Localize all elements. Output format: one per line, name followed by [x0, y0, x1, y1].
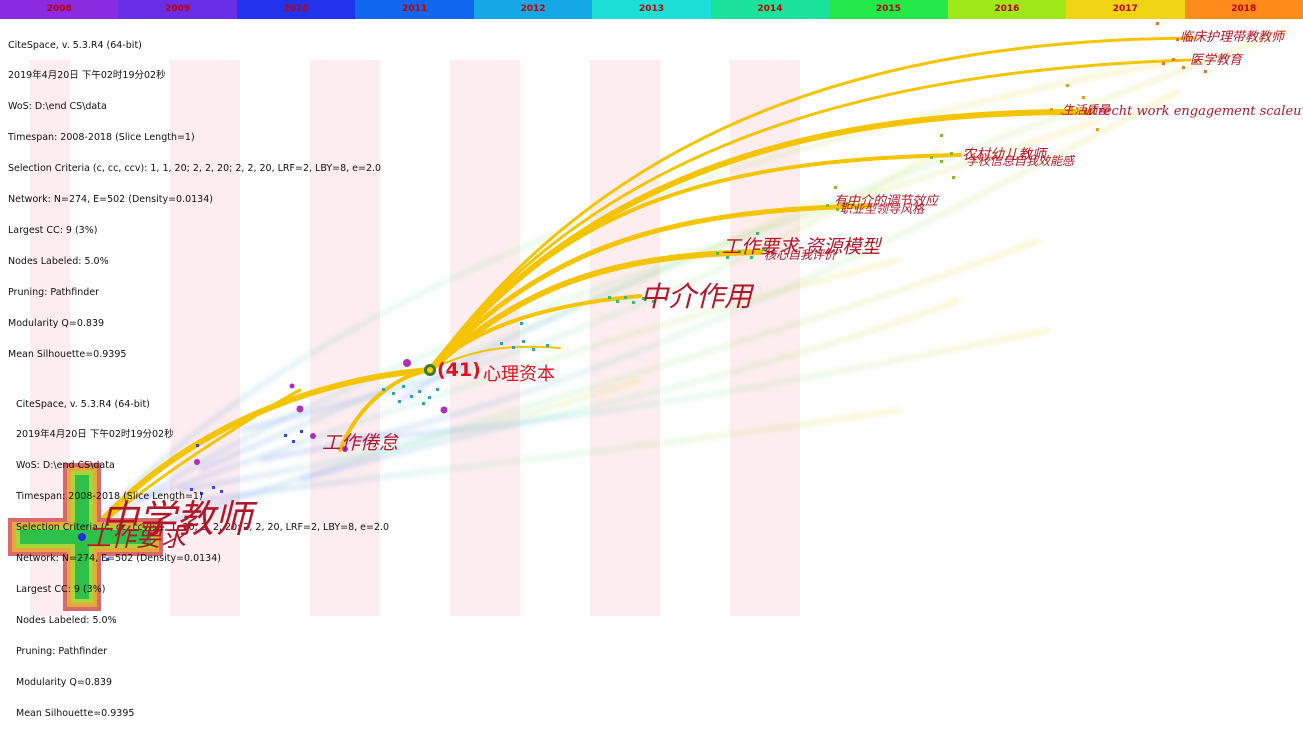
info-line: Modularity Q=0.839 — [16, 676, 113, 688]
year-2014: 2014 — [710, 0, 830, 19]
faint-trails — [88, 27, 1291, 543]
hub-node-zhongxue[interactable] — [8, 463, 163, 611]
info-line: Network: N=274, E=502 (Density=0.0134) — [16, 553, 221, 565]
year-2009: 2009 — [118, 0, 237, 19]
timeline-bar: 2008 2009 2010 2011 2012 2013 2014 2015 … — [0, 0, 1303, 19]
label-zhongjie-zuoyong[interactable]: 中介作用 — [640, 280, 753, 313]
year-2011: 2011 — [355, 0, 474, 19]
info-line: Pruning: Pathfinder — [16, 645, 108, 657]
label-xuexiao-xinxi[interactable]: 学校信息自我效能感 — [966, 154, 1075, 168]
label-zhongjie-tiaojie[interactable]: 有中介的调节效应 — [834, 194, 939, 209]
info-line: Nodes Labeled: 5.0% — [8, 255, 109, 267]
info-line: CiteSpace, v. 5.3.R4 (64-bit) — [8, 39, 142, 51]
label-gongzuo-juandai[interactable]: 工作倦怠 — [322, 432, 399, 454]
info-line: Pruning: Pathfinder — [8, 286, 100, 298]
info-line: Largest CC: 9 (3%) — [8, 224, 98, 236]
info-line: Timespan: 2008-2018 (Slice Length=1) — [8, 132, 195, 144]
label-gongzuo-yaoqiu-ziyuan[interactable]: 工作要求-资源模型 — [722, 236, 881, 258]
label-xinli-count[interactable]: (41) — [437, 359, 481, 381]
year-2017: 2017 — [1066, 0, 1185, 19]
year-2015: 2015 — [829, 0, 948, 19]
node-dots — [106, 22, 1207, 561]
year-2018: 2018 — [1184, 0, 1303, 19]
year-2012: 2012 — [473, 0, 593, 19]
label-linchuang-huli[interactable]: 临床护理带教教师 — [1180, 30, 1285, 45]
year-2016: 2016 — [947, 0, 1067, 19]
year-2010: 2010 — [236, 0, 356, 19]
label-hexin-ziwo[interactable]: 核心自我评价 — [764, 248, 837, 262]
label-zhongxue-jiaoshi[interactable]: 中学教师 — [100, 497, 253, 541]
label-utrecht[interactable]: utrecht work engagement scaleuwe — [1084, 104, 1303, 119]
network-canvas — [8, 22, 1291, 616]
info-panel-top: CiteSpace, v. 5.3.R4 (64-bit) 2019年4月20日… — [8, 20, 381, 370]
label-xinli-ziben[interactable]: 心理资本 — [483, 364, 555, 385]
label-nongcun-youer[interactable]: 农村幼儿教师 — [962, 147, 1046, 163]
year-2008: 2008 — [0, 0, 119, 19]
info-line: WoS: D:\end CS\data — [16, 460, 115, 472]
info-line: Network: N=274, E=502 (Density=0.0134) — [8, 194, 213, 206]
info-line: Timespan: 2008-2018 (Slice Length=1) — [16, 491, 203, 503]
info-line: Mean Silhouette=0.9395 — [8, 348, 127, 360]
info-line: Modularity Q=0.839 — [8, 317, 105, 329]
info-line: Nodes Labeled: 5.0% — [16, 614, 117, 626]
info-line: CiteSpace, v. 5.3.R4 (64-bit) — [16, 398, 150, 410]
year-2013: 2013 — [592, 0, 711, 19]
label-shenghuo-zhiliang[interactable]: 生活质量 — [1062, 103, 1111, 117]
info-line: Mean Silhouette=0.9395 — [16, 707, 135, 719]
info-line: 2019年4月20日 下午02时19分02秒 — [8, 70, 166, 82]
info-line: Selection Criteria (c, cc, ccv): 1, 1, 2… — [16, 522, 390, 534]
main-edges — [89, 36, 1197, 535]
info-line: Largest CC: 9 (3%) — [16, 583, 106, 595]
info-line: 2019年4月20日 下午02时19分02秒 — [16, 429, 174, 441]
label-gongzuo-yaoqiu[interactable]: 工作要求 — [86, 523, 187, 552]
label-zhiye-lingdao[interactable]: 职业型领导风格 — [840, 202, 925, 216]
label-yixue-jiaoyu[interactable]: 医学教育 — [1190, 53, 1243, 68]
info-line: Selection Criteria (c, cc, ccv): 1, 1, 2… — [8, 163, 382, 175]
info-line: WoS: D:\end CS\data — [8, 101, 107, 113]
